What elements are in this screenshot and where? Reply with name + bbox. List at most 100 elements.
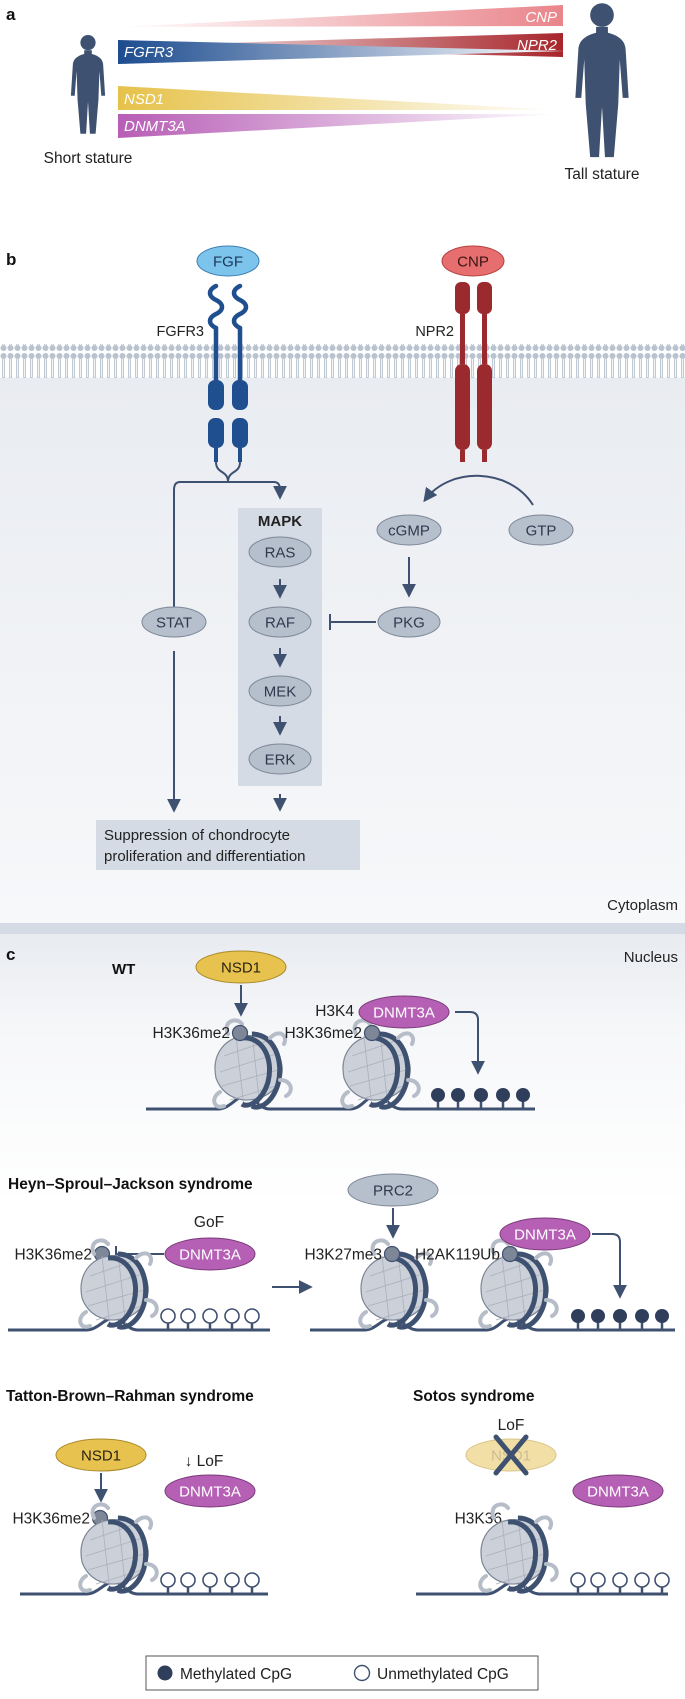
wt-h3k36me2-mark-left: [231, 1024, 249, 1042]
wt-title: WT: [112, 961, 135, 978]
sotos-h3k36-label: H3K36: [455, 1511, 502, 1528]
sotos-title: Sotos syndrome: [413, 1388, 535, 1405]
cgmp-node: cGMP: [376, 514, 442, 546]
cgmp-label: cGMP: [388, 523, 430, 540]
tbr-nsd1-node: NSD1: [55, 1438, 147, 1472]
wt-dnmt3a-label: DNMT3A: [373, 1005, 435, 1022]
wt-h3k36me2-mark-right: [363, 1024, 381, 1042]
erk-label: ERK: [265, 752, 296, 769]
dnmt3a-bar: [118, 114, 560, 138]
short-person-icon: [70, 34, 106, 134]
outcome-line-1: Suppression of chondrocyte: [104, 827, 290, 844]
pkg-node: PKG: [377, 606, 441, 638]
nsd1-bar: [118, 86, 560, 110]
hsj-prc2-label: PRC2: [373, 1183, 413, 1200]
stat-label: STAT: [156, 615, 192, 632]
gtp-node: GTP: [508, 514, 574, 546]
cnp-label: CNP: [457, 254, 489, 271]
nuclear-envelope: [0, 923, 685, 934]
hsj-cpg-row-right: [569, 1307, 671, 1332]
outcome-line-2: proliferation and differentiation: [104, 848, 306, 865]
fgfr3-label: FGFR3: [156, 324, 204, 340]
unmethylated-cpg-legend-icon: [353, 1664, 371, 1682]
hsj-h3k27me3-label: H3K27me3: [304, 1247, 382, 1264]
panel-c-letter: c: [6, 945, 15, 964]
tbr-dnmt3a-node: DNMT3A: [164, 1474, 256, 1508]
npr2-label: NPR2: [415, 324, 454, 340]
methylated-cpg-legend-icon: [157, 1665, 173, 1681]
sotos-dna-strand: [416, 1580, 668, 1596]
wt-nsd1-label: NSD1: [221, 960, 261, 977]
hsj-h2ak119ub-label: H2AK119Ub: [415, 1247, 500, 1264]
legend-box: [145, 1655, 539, 1691]
raf-node: RAF: [248, 606, 312, 638]
cnp-node: [441, 245, 505, 277]
wt-dnmt3a-arrow: [455, 1011, 485, 1075]
fgf-label: FGF: [213, 254, 243, 271]
sotos-lof-label: LoF: [498, 1417, 525, 1434]
raf-label: RAF: [265, 615, 295, 632]
tbr-dnmt3a-label: DNMT3A: [179, 1484, 241, 1501]
npr2-bar-label: NPR2: [517, 37, 558, 54]
hsj-h2ak119ub-mark: [501, 1245, 519, 1263]
sotos-cpg-row: [569, 1571, 671, 1596]
methylated-cpg-legend-label: Methylated CpG: [180, 1666, 292, 1683]
tbr-title: Tatton-Brown–Rahman syndrome: [6, 1388, 254, 1405]
fgf-node: [196, 245, 260, 277]
tbr-cpg-row: [159, 1571, 261, 1596]
hsj-prc2-node: PRC2: [347, 1173, 439, 1207]
ras-label: RAS: [265, 545, 296, 562]
nsd1-bar-label: NSD1: [124, 91, 164, 108]
dnmt3a-bar-label: DNMT3A: [124, 118, 186, 135]
sotos-dnmt3a-label: DNMT3A: [587, 1484, 649, 1501]
hsj-title: Heyn–Sproul–Jackson syndrome: [8, 1176, 253, 1193]
tall-stature-label: Tall stature: [565, 166, 640, 183]
tbr-lof-label: ↓ LoF: [185, 1453, 224, 1470]
panel-b-letter: b: [6, 250, 16, 269]
wt-dnmt3a-node: DNMT3A: [358, 995, 450, 1029]
fgfr3-bar-label: FGFR3: [124, 44, 174, 61]
mek-node: MEK: [248, 675, 312, 707]
pkg-inhibits-raf: [329, 614, 376, 630]
hsj-dnmt3a-arrow: [592, 1233, 627, 1299]
fgfr3-kinase-domains: [208, 380, 248, 462]
hsj-dnmt3a-left-node: DNMT3A: [164, 1237, 256, 1271]
hsj-gof-label: GoF: [194, 1214, 224, 1231]
short-stature-label: Short stature: [44, 150, 133, 167]
wt-h3k36me2-label-left: H3K36me2: [152, 1025, 230, 1042]
mapk-title: MAPK: [258, 513, 302, 530]
pkg-label: PKG: [393, 615, 425, 632]
cnp-bar-label: CNP: [525, 9, 557, 26]
fgfr3-bar: [118, 40, 565, 64]
panel-a-letter: a: [6, 5, 16, 24]
outcome-box: [96, 820, 360, 870]
fgfr3-signal-connector: [173, 461, 287, 608]
hsj-cpg-row-left: [159, 1307, 261, 1332]
hsj-dnmt3a-right-label: DNMT3A: [514, 1227, 576, 1244]
gtp-label: GTP: [526, 523, 557, 540]
mek-label: MEK: [264, 684, 297, 701]
cytoplasm-label: Cytoplasm: [607, 897, 678, 914]
erk-node: ERK: [248, 743, 312, 775]
stat-node: STAT: [141, 606, 207, 638]
sotos-nucleosome: [480, 1504, 557, 1592]
ras-node: RAS: [248, 536, 312, 568]
unmethylated-cpg-legend-label: Unmethylated CpG: [377, 1666, 509, 1683]
hsj-dnmt3a-right-node: DNMT3A: [499, 1217, 591, 1251]
hsj-h3k27me3-mark: [383, 1245, 401, 1263]
sotos-dnmt3a-node: DNMT3A: [572, 1474, 664, 1508]
tbr-nucleosome: [80, 1504, 157, 1592]
cell-membrane: [0, 344, 685, 378]
hsj-dnmt3a-left-label: DNMT3A: [179, 1247, 241, 1264]
fgfr3-receptor: [207, 283, 249, 383]
gtp-to-cgmp-arrow: [423, 474, 534, 506]
wt-h3k36me2-label-right: H3K36me2: [284, 1025, 362, 1042]
tall-person-icon: [575, 3, 629, 158]
nucleus-label: Nucleus: [624, 949, 678, 966]
wt-h3k4-label: H3K4: [315, 1003, 354, 1020]
tbr-nsd1-label: NSD1: [81, 1448, 121, 1465]
sotos-nsd1-cross-icon: [493, 1434, 529, 1476]
hsj-nucleosome-1: [80, 1240, 157, 1328]
cnp-bar: [118, 5, 563, 27]
npr2-receptor: [455, 282, 492, 462]
